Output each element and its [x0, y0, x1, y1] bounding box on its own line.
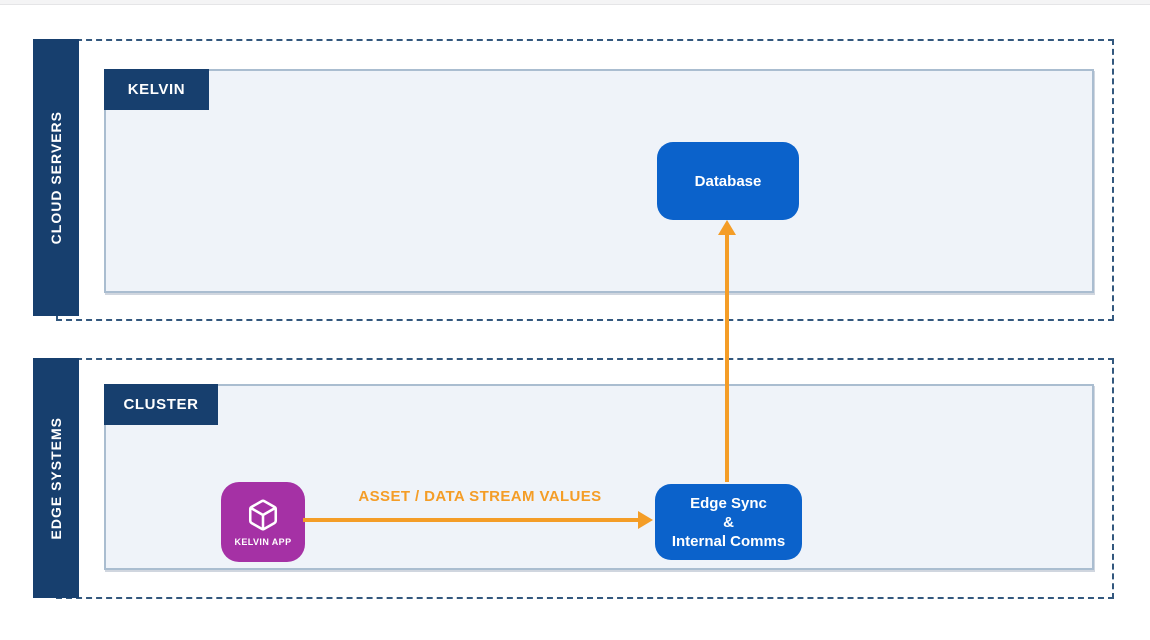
edge-sync-line-1: Edge Sync — [690, 494, 767, 512]
cloud-servers-label: CLOUD SERVERS — [48, 110, 64, 245]
kelvin-tab-label: KELVIN — [127, 81, 186, 98]
cluster-tab-label: CLUSTER — [123, 396, 199, 413]
kelvin-app-node: KELVIN APP — [221, 482, 305, 562]
cloud-servers-sidebar: CLOUD SERVERS — [33, 39, 79, 316]
edge-sync-line-3: Internal Comms — [671, 532, 786, 550]
cluster-box: CLUSTER KELVIN APP Edge Sync & Internal … — [104, 384, 1094, 570]
kelvin-app-label: KELVIN APP — [234, 536, 292, 547]
kelvin-box: KELVIN Database — [104, 69, 1094, 293]
page-top-strip — [0, 0, 1150, 5]
kelvin-tab: KELVIN — [104, 69, 209, 110]
database-node-label: Database — [694, 172, 762, 190]
edge-sync-line-2: & — [723, 513, 734, 531]
cluster-tab: CLUSTER — [104, 384, 218, 425]
edge-systems-zone: EDGE SYSTEMS CLUSTER KELVIN APP Edge Syn… — [33, 358, 1114, 599]
edge-systems-sidebar: EDGE SYSTEMS — [33, 358, 79, 598]
edge-systems-label: EDGE SYSTEMS — [48, 416, 64, 540]
edge-sync-node: Edge Sync & Internal Comms — [655, 484, 802, 560]
cloud-servers-zone: CLOUD SERVERS KELVIN Database — [33, 39, 1114, 321]
cube-icon — [246, 498, 280, 532]
database-node: Database — [657, 142, 799, 220]
